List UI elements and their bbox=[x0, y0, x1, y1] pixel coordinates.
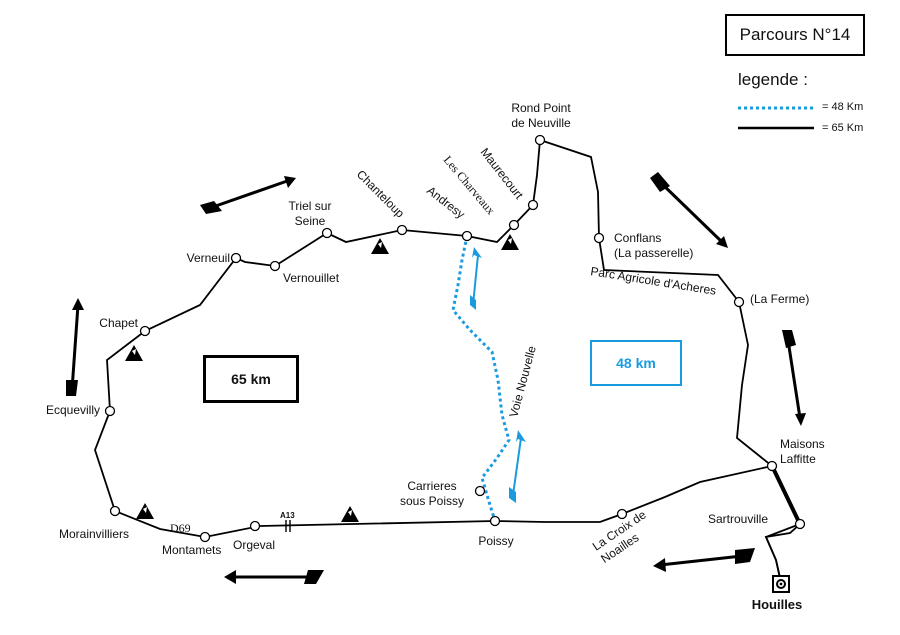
waypoint-rond-point bbox=[534, 134, 546, 146]
waypoint-maisons-laffitte bbox=[766, 460, 778, 472]
waypoint-la-croix bbox=[616, 508, 628, 520]
waypoint-chanteloup bbox=[396, 224, 408, 236]
label-a13: A13 bbox=[280, 511, 295, 520]
blue-direction-arrow-2 bbox=[509, 430, 526, 503]
label-morainvilliers: Morainvilliers bbox=[59, 527, 129, 541]
label-verneuil: Verneuil bbox=[187, 251, 230, 265]
label-la-ferme: (La Ferme) bbox=[750, 292, 809, 306]
houilles-start-marker bbox=[772, 575, 790, 593]
waypoint-verneuil bbox=[230, 252, 242, 264]
distance-48-box: 48 km bbox=[590, 340, 682, 386]
label-voie-nouvelle: Voie Nouvelle bbox=[506, 344, 539, 419]
hill-icon-morainvilliers bbox=[136, 503, 154, 519]
label-montamets: Montamets bbox=[162, 543, 221, 557]
waypoint-orgeval bbox=[249, 520, 261, 532]
label-conflans: Conflans(La passerelle) bbox=[614, 231, 693, 260]
distance-48-label: 48 km bbox=[616, 355, 656, 371]
label-d69: D69 bbox=[170, 521, 191, 535]
label-orgeval: Orgeval bbox=[233, 538, 275, 552]
waypoint-morainvilliers bbox=[109, 505, 121, 517]
label-ecquevilly: Ecquevilly bbox=[46, 403, 100, 417]
waypoint-maurecourt-2 bbox=[508, 219, 520, 231]
route-48-path bbox=[451, 235, 511, 522]
label-parc-agricole: Parc Agricole d'Acheres bbox=[590, 264, 718, 298]
blue-direction-arrow-1 bbox=[470, 247, 482, 310]
waypoint-la-ferme bbox=[733, 296, 745, 308]
legend-48-label: = 48 Km bbox=[822, 101, 864, 113]
hill-icon-chanteloup bbox=[371, 238, 389, 254]
direction-arrow-bottom-left bbox=[224, 570, 324, 584]
waypoint-maurecourt-1 bbox=[527, 199, 539, 211]
hill-icon-chapet bbox=[125, 345, 143, 361]
label-vernouillet: Vernouillet bbox=[283, 271, 340, 285]
label-chanteloup: Chanteloup bbox=[354, 167, 408, 221]
direction-arrow-top-left bbox=[200, 176, 296, 214]
legend-65-label: = 65 Km bbox=[822, 122, 864, 134]
label-houilles: Houilles bbox=[752, 597, 803, 612]
label-sartrouville: Sartrouville bbox=[708, 512, 768, 526]
label-chapet: Chapet bbox=[99, 316, 138, 330]
hill-icon-poissy bbox=[341, 506, 359, 522]
waypoint-conflans bbox=[593, 232, 605, 244]
direction-arrow-right bbox=[782, 330, 806, 426]
route-title-box: Parcours N°14 bbox=[725, 14, 865, 56]
direction-arrow-bottom-right bbox=[653, 548, 755, 572]
direction-arrow-left bbox=[66, 298, 84, 396]
waypoint-sartrouville bbox=[794, 518, 806, 530]
waypoint-chapet bbox=[139, 325, 151, 337]
label-andresy: Andresy bbox=[424, 183, 467, 221]
hill-icon-maurecourt bbox=[501, 234, 519, 250]
route-65-highlight bbox=[772, 469, 800, 521]
waypoint-montamets bbox=[199, 531, 211, 543]
distance-65-label: 65 km bbox=[231, 371, 271, 387]
distance-65-box: 65 km bbox=[203, 355, 299, 403]
waypoint-carrieres bbox=[474, 485, 486, 497]
waypoint-ecquevilly bbox=[104, 405, 116, 417]
waypoint-vernouillet bbox=[269, 260, 281, 272]
waypoint-andresy bbox=[461, 230, 473, 242]
direction-arrow-top-right bbox=[650, 172, 728, 248]
waypoint-triel bbox=[321, 227, 333, 239]
legend-title: legende : bbox=[738, 70, 808, 89]
label-poissy: Poissy bbox=[478, 534, 513, 548]
waypoint-poissy bbox=[489, 515, 501, 527]
route-title: Parcours N°14 bbox=[739, 25, 851, 44]
waypoints bbox=[104, 134, 806, 543]
